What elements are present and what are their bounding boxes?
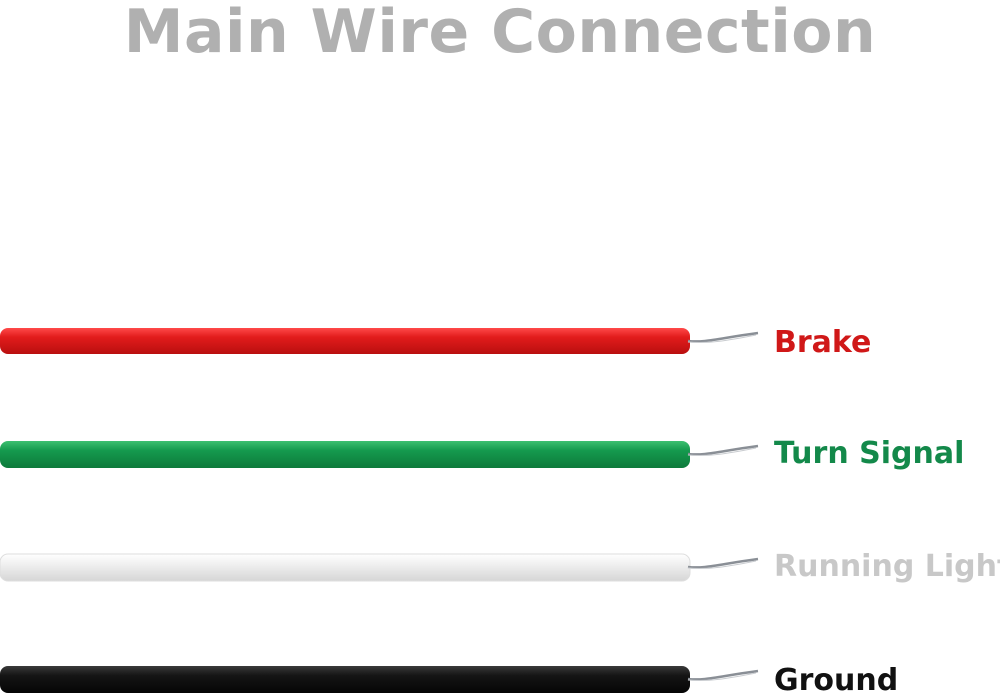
label-ground: Ground: [774, 663, 899, 698]
wire-running-light: [0, 553, 759, 582]
wire-brake: [0, 328, 759, 354]
label-running-light: Running Light: [774, 549, 1000, 584]
wire-insulation-running-light: [0, 554, 690, 581]
wire-insulation-turn-signal: [0, 441, 690, 468]
wire-ground: [0, 666, 759, 693]
bare-wire-ground: [687, 669, 759, 681]
bare-wire-turn-signal: [687, 444, 759, 456]
wire-insulation-ground: [0, 666, 690, 693]
bare-wire-brake: [687, 331, 759, 343]
diagram-title: Main Wire Connection: [123, 0, 877, 67]
label-turn-signal: Turn Signal: [774, 436, 965, 471]
wire-insulation-brake: [0, 328, 690, 354]
wire-turn-signal: [0, 441, 759, 468]
label-brake: Brake: [774, 325, 872, 360]
bare-wire-running-light: [687, 557, 759, 569]
